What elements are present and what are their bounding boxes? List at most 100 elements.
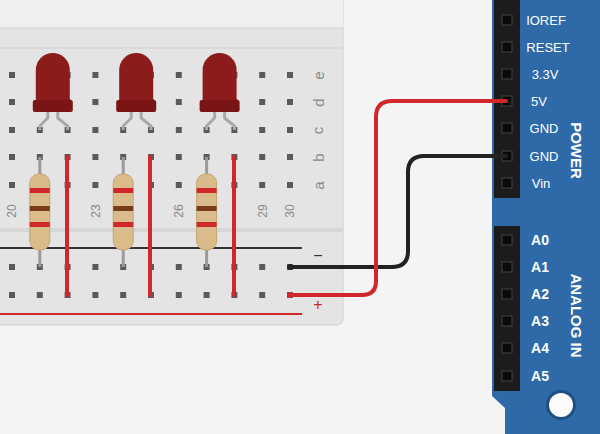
hole xyxy=(9,154,15,160)
resistor-band xyxy=(113,222,133,227)
mount-hole xyxy=(549,393,573,417)
header-pins xyxy=(502,15,512,381)
column-number: 26 xyxy=(173,204,185,217)
column-number: 30 xyxy=(284,204,296,217)
hole xyxy=(259,72,265,78)
resistor-symbol xyxy=(197,174,217,250)
led-rim xyxy=(33,100,73,112)
led-leg xyxy=(58,112,68,130)
resistor-band xyxy=(197,222,217,227)
leds xyxy=(33,53,240,130)
hole xyxy=(92,264,98,270)
pin xyxy=(502,262,512,272)
resistor-symbol xyxy=(30,174,50,250)
rail-divider xyxy=(0,228,343,232)
hole xyxy=(92,99,98,105)
pin-label: IOREF xyxy=(526,14,566,27)
led xyxy=(119,53,153,104)
hole xyxy=(259,182,265,188)
resistors xyxy=(30,157,217,267)
hole xyxy=(259,264,265,270)
hole xyxy=(9,99,15,105)
hole xyxy=(92,292,98,298)
hole xyxy=(287,99,293,105)
pin xyxy=(502,123,512,133)
hole xyxy=(259,154,265,160)
pin xyxy=(502,15,512,25)
hole xyxy=(37,292,43,298)
hole xyxy=(176,292,182,298)
hole xyxy=(176,99,182,105)
row-letter: b xyxy=(311,153,326,161)
arduino-board xyxy=(492,0,600,434)
groove xyxy=(0,47,343,49)
hole xyxy=(287,72,293,78)
hole xyxy=(259,99,265,105)
hole xyxy=(176,127,182,133)
power-wire xyxy=(290,101,506,295)
pin-label: 5V xyxy=(531,95,547,108)
hole xyxy=(9,182,15,188)
pin xyxy=(502,343,512,353)
led-leg xyxy=(225,112,235,130)
pin-label: A0 xyxy=(531,233,549,247)
hole xyxy=(92,154,98,160)
pin-label: GND xyxy=(530,122,559,135)
led xyxy=(36,53,70,104)
resistor-symbol xyxy=(113,174,133,250)
plus-rail-line xyxy=(0,313,302,315)
resistor-band xyxy=(30,206,50,211)
column-number: 29 xyxy=(256,204,268,217)
resistor-band xyxy=(197,206,217,211)
holes xyxy=(9,72,293,298)
hole xyxy=(92,127,98,133)
pin xyxy=(502,289,512,299)
hole xyxy=(259,292,265,298)
resistor-band xyxy=(197,188,217,193)
resistor-band xyxy=(30,188,50,193)
column-number: 23 xyxy=(89,204,101,217)
resistor-band xyxy=(113,188,133,193)
channel-edge xyxy=(0,28,343,29)
pin xyxy=(502,316,512,326)
hole xyxy=(176,264,182,270)
pin-label: Vin xyxy=(532,177,551,190)
hole xyxy=(204,292,210,298)
wire-end xyxy=(287,292,293,298)
hole xyxy=(9,264,15,270)
pin xyxy=(502,178,512,188)
led-leg xyxy=(207,112,215,130)
red-wire xyxy=(65,157,69,295)
pin-label: A1 xyxy=(531,260,549,274)
hole xyxy=(9,72,15,78)
pin xyxy=(502,371,512,381)
hole xyxy=(287,264,293,270)
led-rim xyxy=(116,100,156,112)
wire-end xyxy=(287,264,293,270)
hole xyxy=(287,127,293,133)
column-number: 20 xyxy=(6,204,18,217)
jumper-wires xyxy=(67,157,234,295)
hole xyxy=(287,292,293,298)
pin-label: RESET xyxy=(526,41,569,54)
ground-wire xyxy=(290,156,506,267)
hole xyxy=(287,154,293,160)
hole xyxy=(259,127,265,133)
hole xyxy=(9,292,15,298)
pin xyxy=(502,42,512,52)
row-letter: d xyxy=(311,98,326,106)
row-letter: e xyxy=(311,71,326,79)
led xyxy=(203,53,237,104)
red-wire xyxy=(148,157,152,295)
rail-sign: − xyxy=(313,248,322,264)
breadboard xyxy=(0,0,343,325)
hole xyxy=(120,292,126,298)
hole xyxy=(92,72,98,78)
hole xyxy=(176,154,182,160)
red-wire xyxy=(232,157,236,295)
pin xyxy=(502,235,512,245)
hole xyxy=(287,182,293,188)
led-leg xyxy=(40,112,48,130)
pin-label: POWER xyxy=(568,122,583,179)
